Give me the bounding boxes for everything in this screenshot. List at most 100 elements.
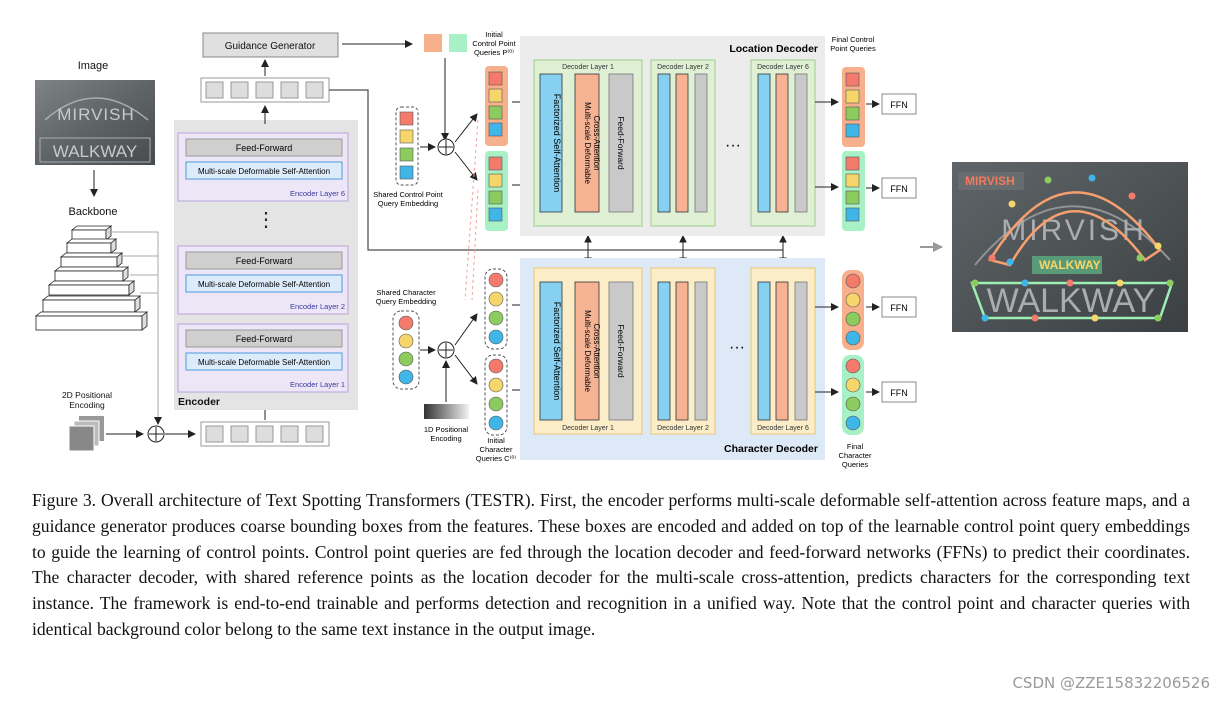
cp-query-square	[845, 173, 860, 188]
char-query-circle	[398, 315, 414, 331]
pos1d-label-2: Encoding	[430, 434, 461, 443]
init-char-label-3: Queries C⁽⁰⁾	[476, 454, 517, 463]
sign-bottom-text: WALKWAY	[53, 142, 137, 161]
char-query-circle	[845, 415, 861, 431]
ffn-label: FFN	[890, 184, 908, 194]
encoder-layer-label: Encoder Layer 1	[290, 380, 345, 389]
input-image: MIRVISH WALKWAY	[35, 80, 155, 165]
tag-bottom: WALKWAY	[1039, 258, 1101, 272]
cp-query-square	[845, 123, 860, 138]
init-char-label-1: Initial	[487, 436, 505, 445]
init-char-label-2: Character	[480, 445, 513, 454]
ffn-label: FFN	[890, 100, 908, 110]
backbone-stage	[65, 238, 118, 254]
init-cp-label-3: Queries P⁽⁰⁾	[474, 48, 514, 57]
output-control-point	[988, 254, 996, 262]
cross-attention-label: Cross-Attention	[592, 323, 601, 378]
backbone-stage	[47, 280, 136, 296]
output-control-point	[1066, 279, 1074, 287]
input-token-row	[200, 421, 330, 447]
output-control-point	[1021, 279, 1029, 287]
char-dec-ellipsis: ···	[729, 339, 745, 356]
output-arrows	[815, 98, 880, 396]
shared-cp-label-2: Query Embedding	[378, 199, 438, 208]
final-char-label-2: Character	[839, 451, 872, 460]
cp-query-square	[488, 156, 503, 171]
char-query-circle	[845, 292, 861, 308]
char-query-circle	[488, 396, 504, 412]
guidance-generator-label: Guidance Generator	[225, 41, 316, 52]
cp-query-square	[399, 111, 414, 126]
feed-forward-label: Feed-Forward	[236, 143, 293, 153]
self-attention-label: Multi-scale Deformable Self-Attention	[198, 280, 330, 289]
encoder-layer-label: Encoder Layer 6	[290, 189, 345, 198]
decoder-layer: Decoder Layer 2	[650, 267, 716, 435]
ffn-heads: FFN FFN FFN FFN	[881, 93, 917, 403]
cp-query-square	[488, 105, 503, 120]
char-query-circle	[488, 272, 504, 288]
init-cp-label-2: Control Point	[472, 39, 516, 48]
char-query-circle	[488, 377, 504, 393]
decoder-layer-label: Decoder Layer 2	[657, 425, 709, 432]
decoder-layer-1: Factorized Self-Attention Multi-scale Def…	[533, 267, 643, 435]
cross-attention-label: Cross-Attention	[592, 115, 601, 170]
architecture-diagram: Image MIRVISH WALKWAY Backbone 2D Positi…	[34, 30, 1188, 469]
char-query-column	[842, 270, 864, 350]
self-attention-label: Multi-scale Deformable Self-Attention	[198, 358, 330, 367]
pos2d-label-1: 2D Positional	[62, 390, 112, 400]
cp-query-square	[845, 106, 860, 121]
cp-query-square	[488, 88, 503, 103]
feed-forward-label: Feed-Forward	[236, 334, 293, 344]
cross-attention-label: Multi-scale Deformable	[583, 310, 592, 392]
cp-query-square	[399, 147, 414, 162]
char-query-circle	[488, 310, 504, 326]
factorized-self-attention-label: Factorized Self-Attention	[552, 302, 562, 401]
sign-top-text: MIRVISH	[57, 105, 135, 124]
char-query-circle	[488, 415, 504, 431]
char-query-circle	[398, 333, 414, 349]
output-control-point	[1154, 242, 1162, 250]
backbone-stage	[41, 295, 142, 313]
output-control-point	[971, 279, 979, 287]
char-add-icon	[437, 341, 455, 359]
guidance-generator-box	[202, 32, 339, 58]
self-attention-label: Multi-scale Deformable Self-Attention	[198, 167, 330, 176]
cp-query-square	[845, 207, 860, 222]
shared-char-embedding	[392, 310, 420, 390]
backbone-stage	[34, 311, 149, 331]
output-control-point	[1154, 314, 1162, 322]
char-query-circle	[398, 369, 414, 385]
shared-cp-label-1: Shared Control Point	[373, 190, 444, 199]
output-control-point	[1116, 279, 1124, 287]
guidance-pads	[424, 34, 467, 52]
init-cp-label-1: Initial	[485, 30, 503, 39]
output-control-point	[981, 314, 989, 322]
backbone-stage	[59, 252, 124, 268]
char-query-circle	[398, 351, 414, 367]
cp-query-square	[488, 122, 503, 137]
pos1d-encoding-icon	[424, 404, 469, 419]
cp-query-square	[399, 165, 414, 180]
char-query-circle	[845, 396, 861, 412]
char-query-circle	[845, 311, 861, 327]
loc-dec-ellipsis: ···	[725, 137, 741, 154]
output-control-point	[1166, 279, 1174, 287]
char-query-circle	[488, 329, 504, 345]
pos2d-encoding-icon	[68, 416, 104, 452]
backbone-stage	[53, 266, 130, 282]
char-query-column	[842, 355, 864, 435]
backbone-label: Backbone	[69, 206, 118, 218]
add-icon	[147, 425, 165, 443]
output-control-point	[1008, 200, 1016, 208]
char-query-column	[484, 354, 508, 436]
shared-char-label-2: Query Embedding	[376, 297, 436, 306]
decoder-layer: Decoder Layer 6	[750, 267, 816, 435]
output-control-point	[1088, 174, 1096, 182]
ffn-label: FFN	[890, 303, 908, 313]
output-control-point	[1031, 314, 1039, 322]
backbone-stage	[70, 225, 113, 241]
encoder-output-token-row	[200, 77, 330, 103]
final-cp-label-2: Point Queries	[830, 44, 876, 53]
encoder-vdots: ⋮	[256, 209, 276, 231]
